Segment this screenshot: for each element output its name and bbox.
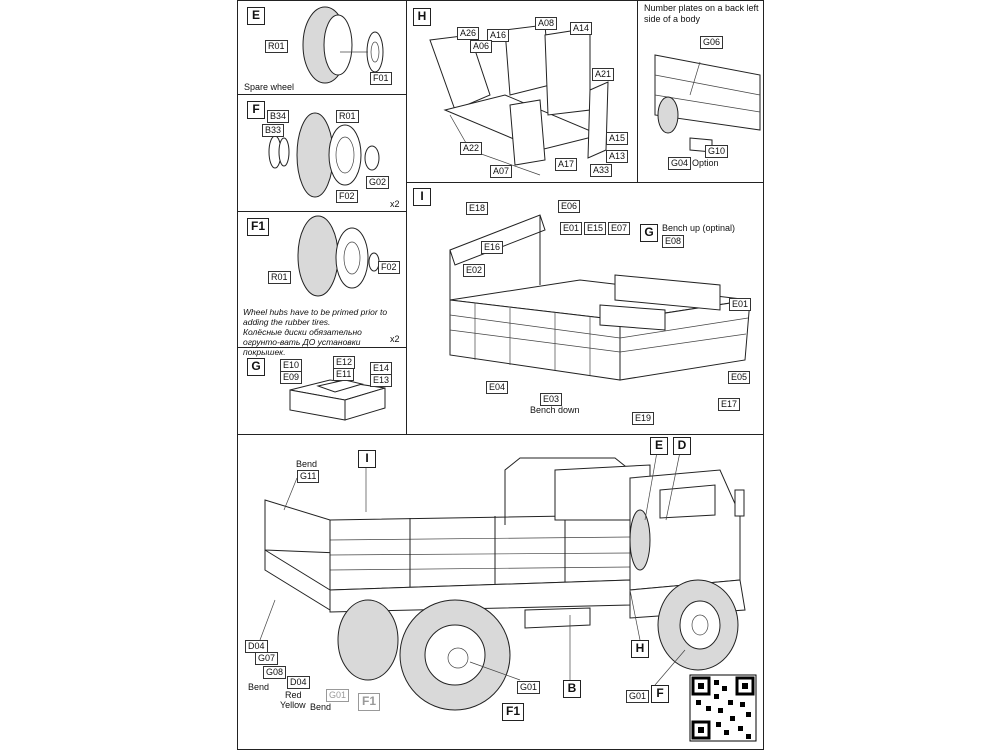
label-a07: A07 bbox=[490, 165, 513, 178]
red-caption: Red bbox=[285, 690, 302, 700]
label-e15: E15 bbox=[584, 222, 607, 235]
label-a08: A08 bbox=[535, 17, 558, 30]
panel-letter-i: I bbox=[413, 188, 431, 206]
plates-caption: Number plates on a back left side of a b… bbox=[644, 3, 759, 24]
pointer-letter-e: E bbox=[650, 437, 668, 455]
bend-caption-top: Bend bbox=[296, 459, 318, 469]
multiplier: x2 bbox=[390, 334, 400, 344]
label-e06: E06 bbox=[558, 200, 581, 213]
label-g01: G01 bbox=[626, 690, 650, 703]
panel-letter-h: H bbox=[413, 8, 431, 26]
bend-caption-small: Bend bbox=[310, 702, 332, 712]
option-caption: Option bbox=[692, 158, 719, 168]
pointer-letter-d: D bbox=[673, 437, 691, 455]
label-a15: A15 bbox=[606, 132, 629, 145]
label-e01: E01 bbox=[560, 222, 583, 235]
label-e18: E18 bbox=[466, 202, 489, 215]
wheel-f1-drawing bbox=[297, 215, 380, 297]
label-g10: G10 bbox=[705, 145, 729, 158]
multiplier: x2 bbox=[390, 199, 400, 209]
pointer-letter-f1-faded: F1 bbox=[358, 693, 380, 711]
pointer-letter-f: F bbox=[651, 685, 669, 703]
label-r01: R01 bbox=[336, 110, 359, 123]
pointer-letter-b: B bbox=[563, 680, 581, 698]
cab-interior-drawing bbox=[429, 24, 609, 176]
label-e07: E07 bbox=[608, 222, 631, 235]
label-g01: G01 bbox=[517, 681, 541, 694]
truck-drawing bbox=[264, 457, 746, 711]
label-a06: A06 bbox=[470, 40, 493, 53]
label-e04: E04 bbox=[486, 381, 509, 394]
bench-down-caption: Bench down bbox=[530, 405, 580, 415]
label-a13: A13 bbox=[606, 150, 629, 163]
panel-letter-f: F bbox=[247, 101, 265, 119]
label-a22: A22 bbox=[460, 142, 483, 155]
label-r01: R01 bbox=[265, 40, 288, 53]
yellow-caption: Yellow bbox=[280, 700, 306, 710]
spare-wheel-caption: Spare wheel bbox=[244, 82, 295, 92]
spare-wheel-drawing bbox=[302, 6, 384, 84]
label-g01-faded: G01 bbox=[326, 689, 350, 702]
panel-letter-e: E bbox=[247, 7, 265, 25]
label-a21: A21 bbox=[592, 68, 615, 81]
bench-up-caption: Bench up (optinal) bbox=[662, 223, 736, 233]
panel-letter-g: G bbox=[247, 358, 265, 376]
label-b33: B33 bbox=[262, 124, 285, 137]
label-g06: G06 bbox=[700, 36, 724, 49]
label-g04: G04 bbox=[668, 157, 692, 170]
label-e03: E03 bbox=[540, 393, 563, 406]
bench-drawing bbox=[289, 379, 386, 421]
wheel-hub-note-en: Wheel hubs have to be primed prior to ad… bbox=[243, 307, 388, 327]
wheel-hub-note-ru: Колёсные диски обязательно огрунто-вать … bbox=[243, 327, 362, 357]
label-r01: R01 bbox=[268, 271, 291, 284]
label-b34: B34 bbox=[267, 110, 290, 123]
label-a33: A33 bbox=[590, 164, 613, 177]
label-e05: E05 bbox=[728, 371, 751, 384]
label-e02: E02 bbox=[463, 264, 486, 277]
bench-up-letter-g: G bbox=[640, 224, 658, 242]
label-g02: G02 bbox=[366, 176, 390, 189]
label-e09: E09 bbox=[280, 371, 303, 384]
label-e16: E16 bbox=[481, 241, 504, 254]
wheel-f-drawing bbox=[268, 112, 380, 198]
label-g08: G08 bbox=[263, 666, 287, 679]
label-f02: F02 bbox=[336, 190, 358, 203]
label-a14: A14 bbox=[570, 22, 593, 35]
label-f01: F01 bbox=[370, 72, 392, 85]
label-e13: E13 bbox=[370, 374, 393, 387]
pointer-letter-i: I bbox=[358, 450, 376, 468]
label-e19: E19 bbox=[632, 412, 655, 425]
pointer-letter-h: H bbox=[631, 640, 649, 658]
bend-caption-bottom: Bend bbox=[248, 682, 270, 692]
pointer-letter-f1: F1 bbox=[502, 703, 524, 721]
cargo-body-drawing bbox=[449, 214, 751, 381]
label-g11: G11 bbox=[297, 470, 320, 483]
label-f02: F02 bbox=[378, 261, 400, 274]
label-a16: A16 bbox=[487, 29, 510, 42]
label-e08: E08 bbox=[662, 235, 685, 248]
label-g07: G07 bbox=[255, 652, 279, 665]
label-e17: E17 bbox=[718, 398, 741, 411]
label-a17: A17 bbox=[555, 158, 578, 171]
label-e01: E01 bbox=[729, 298, 752, 311]
leader-lines bbox=[259, 451, 686, 686]
label-e11: E11 bbox=[333, 368, 355, 381]
panel-letter-f1: F1 bbox=[247, 218, 269, 236]
label-d04: D04 bbox=[287, 676, 310, 689]
label-a26: A26 bbox=[457, 27, 480, 40]
